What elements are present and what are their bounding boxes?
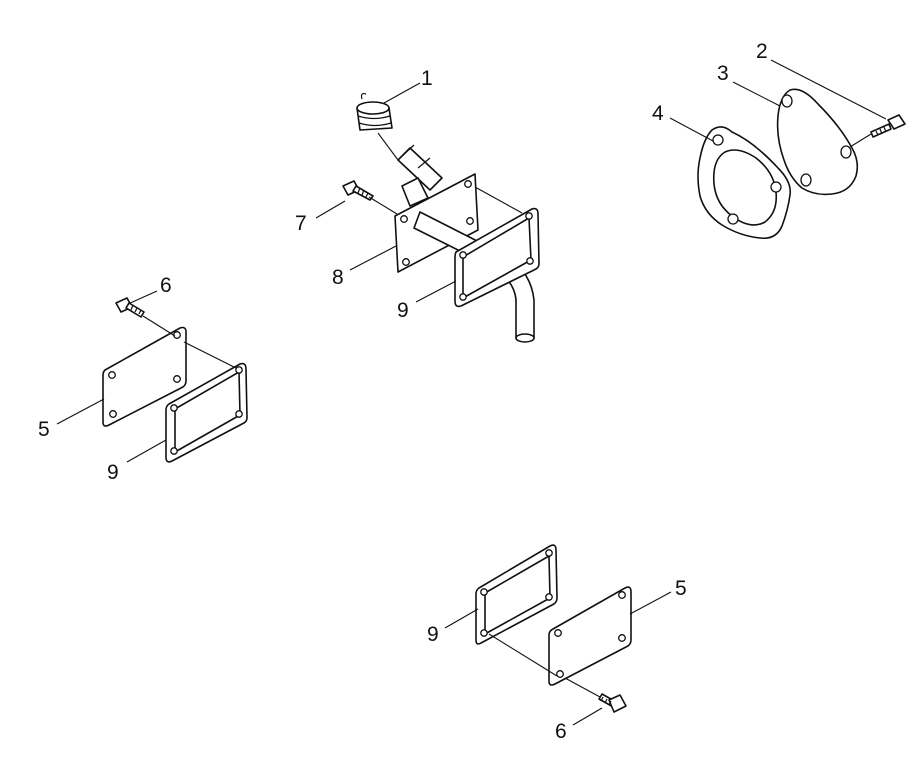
callout-8: 8 [332, 266, 344, 289]
callout-2: 2 [756, 40, 768, 63]
callout-5-left: 5 [38, 418, 50, 441]
gasket-bottom [475, 544, 558, 645]
bolt-left [115, 297, 145, 318]
callout-6-bottom: 6 [555, 720, 567, 743]
round-gasket [697, 126, 792, 240]
center-assembly [342, 92, 540, 343]
callout-3: 3 [717, 62, 729, 85]
cover-plate-bottom [548, 586, 632, 686]
callout-7: 7 [295, 212, 307, 235]
callout-6-left: 6 [160, 274, 172, 297]
breather-hose [397, 144, 443, 207]
callout-9-left: 9 [107, 461, 119, 484]
bolt-center [342, 180, 374, 201]
callout-9-bottom: 9 [427, 623, 439, 646]
bolt-bottom [598, 693, 627, 713]
callout-9-center: 9 [397, 299, 409, 322]
gasket-center [454, 207, 540, 308]
cover-plate-left [102, 326, 187, 427]
top-right-assembly [697, 88, 906, 240]
bottom-assembly [475, 544, 632, 713]
left-assembly [102, 297, 248, 463]
callout-1: 1 [421, 67, 433, 90]
callout-4: 4 [652, 102, 664, 125]
breather-cap [356, 92, 393, 131]
gasket-left [165, 362, 248, 463]
round-cover [776, 88, 859, 196]
callout-labels: 1 2 3 4 5 5 6 6 7 8 9 9 9 [38, 40, 768, 743]
callout-5-bottom: 5 [675, 577, 687, 600]
leader-lines [56, 59, 887, 726]
bolt-top-right [870, 114, 906, 138]
